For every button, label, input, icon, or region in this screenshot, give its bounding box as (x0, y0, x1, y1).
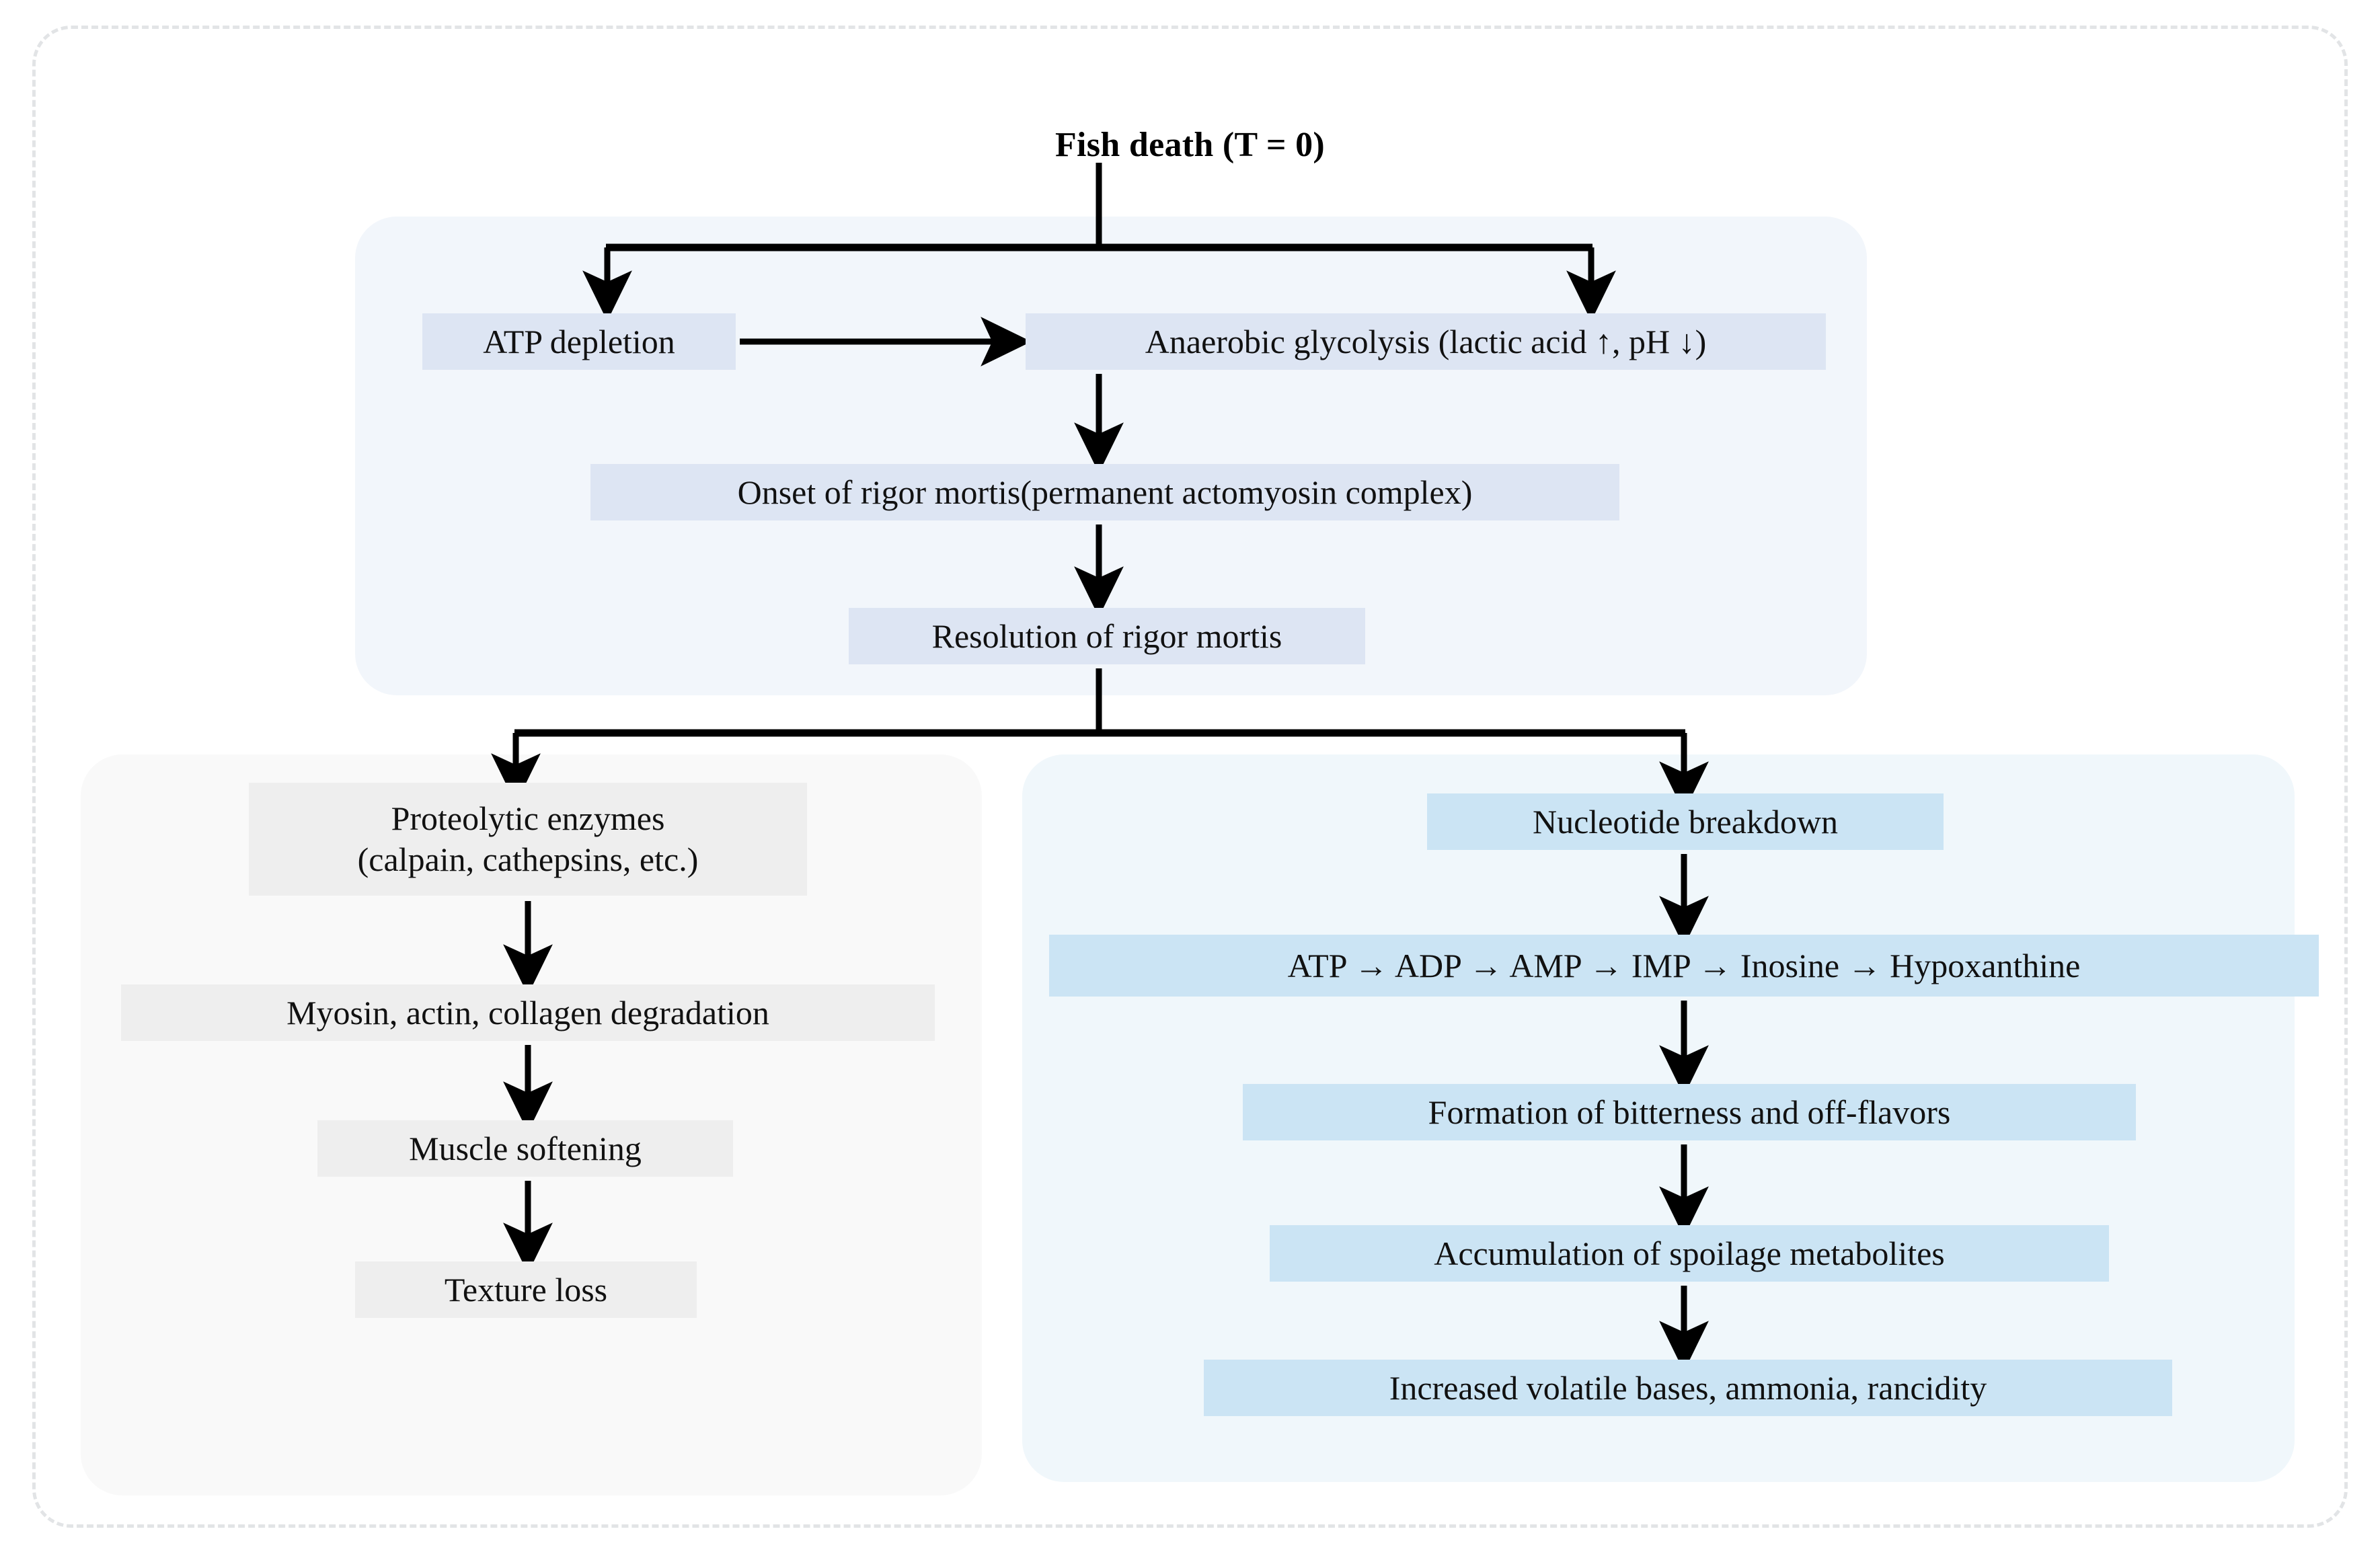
node-muscle-softening[interactable]: Muscle softening (317, 1120, 733, 1177)
node-atp-depletion[interactable]: ATP depletion (422, 313, 736, 370)
node-resolution-rigor-mortis[interactable]: Resolution of rigor mortis (849, 608, 1365, 664)
node-nucleotide-pathway[interactable]: ATP → ADP → AMP → IMP → Inosine → Hypoxa… (1049, 935, 2319, 997)
outer-dashed-frame (32, 26, 2348, 1528)
page-title: Fish death (T = 0) (1054, 126, 1325, 164)
node-nucleotide-breakdown[interactable]: Nucleotide breakdown (1427, 793, 1944, 850)
node-volatile-bases[interactable]: Increased volatile bases, ammonia, ranci… (1204, 1360, 2172, 1416)
node-bitterness-off-flavors[interactable]: Formation of bitterness and off-flavors (1243, 1084, 2136, 1140)
node-anaerobic-glycolysis[interactable]: Anaerobic glycolysis (lactic acid ↑, pH … (1026, 313, 1826, 370)
node-onset-rigor-mortis[interactable]: Onset of rigor mortis(permanent actomyos… (590, 464, 1619, 520)
node-proteolytic-enzymes[interactable]: Proteolytic enzymes (calpain, cathepsins… (249, 783, 807, 896)
node-myosin-actin-collagen-degradation[interactable]: Myosin, actin, collagen degradation (121, 984, 935, 1041)
node-texture-loss[interactable]: Texture loss (355, 1261, 697, 1318)
node-spoilage-metabolites[interactable]: Accumulation of spoilage metabolites (1270, 1225, 2109, 1282)
